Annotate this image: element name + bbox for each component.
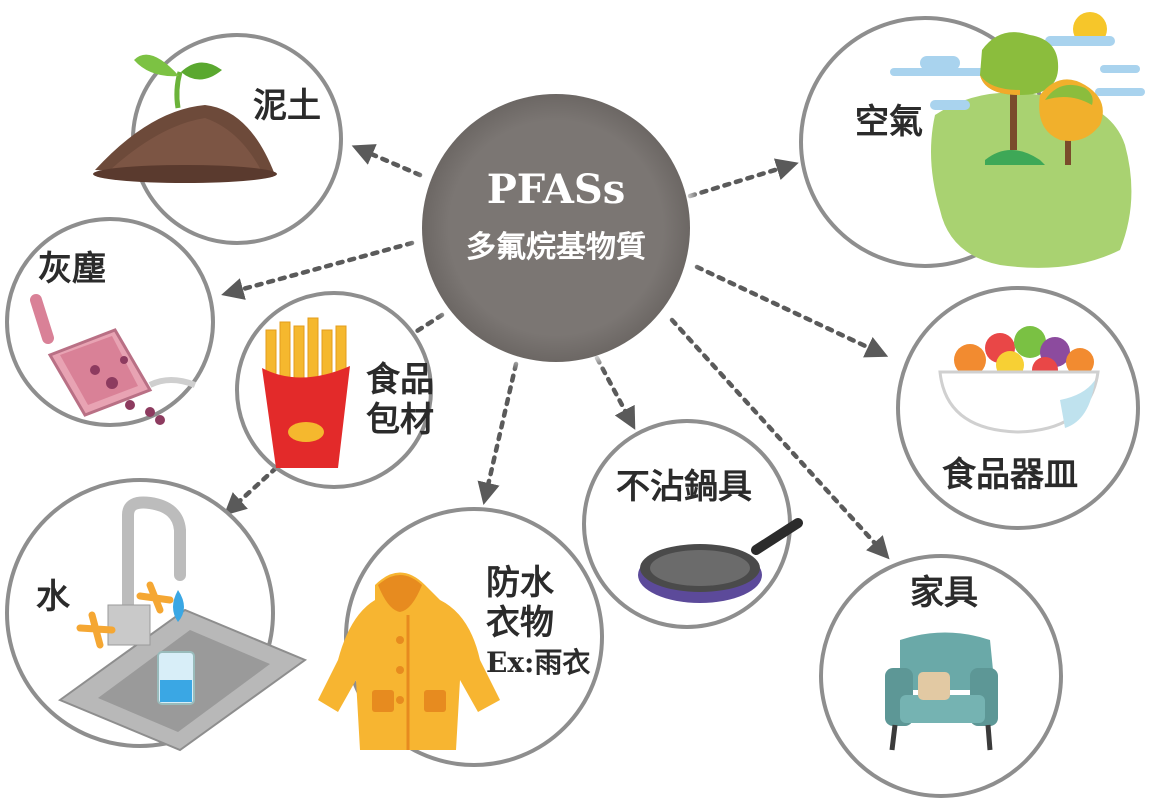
frying-pan-icon <box>638 518 803 603</box>
label-furniture: 家具 <box>910 573 978 613</box>
sprout-soil-icon <box>93 54 277 183</box>
arrow-waterproof <box>477 361 519 505</box>
arrow-furniture <box>669 317 890 560</box>
label-air: 空氣 <box>855 102 923 142</box>
french-fries-icon <box>262 317 350 468</box>
arrow-air <box>687 158 799 199</box>
label-water: 水 <box>36 577 70 617</box>
arrow-tableware <box>694 264 889 358</box>
label-food-packaging-1: 食品 <box>366 360 434 400</box>
label-cookware: 不沾鍋具 <box>616 467 752 507</box>
dustpan-icon <box>30 294 197 425</box>
tree-landscape-icon <box>890 12 1145 268</box>
arrow-soil <box>351 144 423 178</box>
center-title: PFASs <box>486 166 626 213</box>
center-circle <box>422 94 690 362</box>
label-food-packaging-2: 包材 <box>366 400 434 440</box>
arrow-cookware <box>594 355 636 430</box>
salad-bowl-icon <box>938 326 1100 434</box>
label-waterproof-2: 衣物 <box>486 603 554 643</box>
raincoat-icon <box>318 572 500 750</box>
label-waterproof-3: Ex:雨衣 <box>486 646 591 679</box>
label-dust: 灰塵 <box>38 249 106 289</box>
label-soil: 泥土 <box>253 86 321 126</box>
arrows <box>221 144 890 560</box>
label-tableware: 食品器皿 <box>942 455 1078 495</box>
armchair-icon <box>885 632 998 751</box>
center-subtitle: 多氟烷基物質 <box>466 230 646 265</box>
arrow-water <box>223 465 279 516</box>
arrow-dust <box>221 240 415 300</box>
label-waterproof-1: 防水 <box>486 563 554 603</box>
sink-faucet-icon <box>57 496 308 752</box>
ring-dust <box>5 217 215 427</box>
